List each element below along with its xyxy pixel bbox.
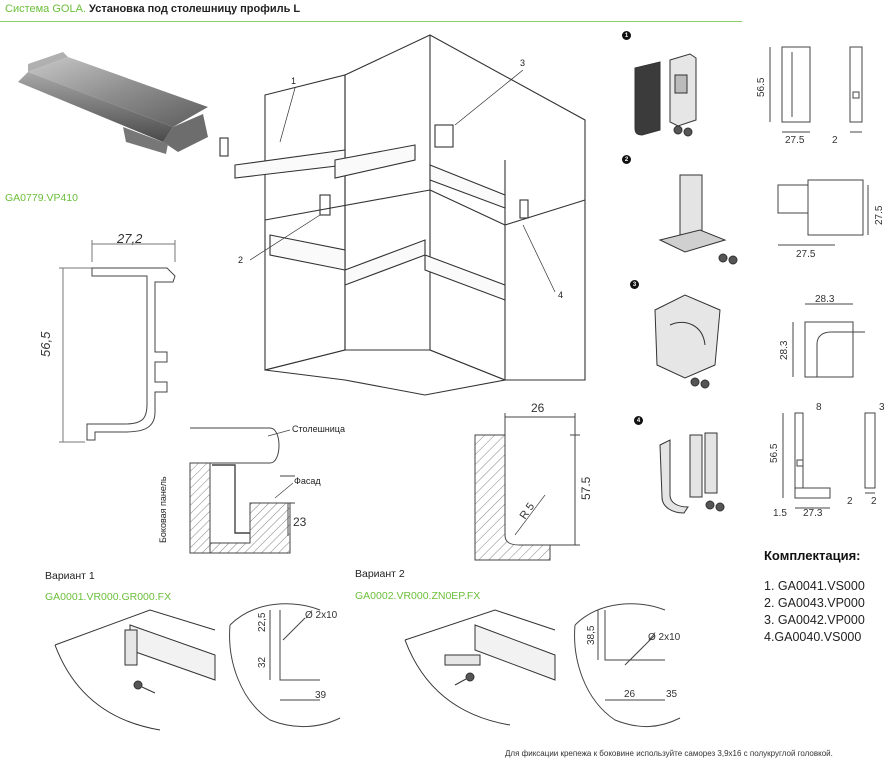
kit-title: Комплектация:	[764, 548, 861, 563]
part-3-drawing: 28.3 28.3	[779, 294, 865, 378]
part-4-dim-height: 56.5	[769, 443, 780, 463]
label-countertop: Столешница	[292, 424, 345, 434]
part-1-render	[634, 53, 697, 137]
part-4-drawing: 8 3 56.5 2 1.5 27.3 2	[769, 402, 885, 519]
callout-1: 1	[291, 76, 296, 86]
part-1-dim-height: 56.5	[756, 77, 767, 97]
installation-section: Столешница Фасад Боковая панель 23	[158, 424, 345, 554]
variant-1-dim-hole: Ø 2x10	[305, 610, 338, 621]
part-2-dim-height: 27.5	[874, 205, 885, 225]
callout-4: 4	[558, 290, 563, 300]
profile-photo	[18, 52, 208, 154]
callout-3: 3	[520, 58, 525, 68]
corner-detail-drawing: 26 57.5 R 5	[474, 401, 593, 561]
callout-2: 2	[238, 255, 243, 265]
part-2-dim-width: 27.5	[796, 249, 816, 260]
variant-2-dim-offset: 26	[624, 689, 636, 700]
title-rule	[0, 21, 742, 22]
kit-list: 1. GA0041.VS000 2. GA0043.VP000 3. GA004…	[764, 578, 865, 646]
kit-item: 3. GA0042.VP000	[764, 613, 865, 627]
profile-code: GA0779.VP410	[5, 192, 78, 204]
variant-2-drawing: 38,5 Ø 2x10 26 35	[574, 603, 681, 728]
profile-section-drawing: 27,2 56,5	[38, 231, 176, 443]
part-3-dim-height: 28.3	[779, 340, 790, 360]
part-4-badge: 4	[634, 416, 643, 425]
label-facade: Фасад	[294, 476, 321, 486]
variant-1-render	[54, 609, 216, 731]
dim-r5: R 5	[518, 501, 538, 522]
page-title: Система GOLA. Установка под столешницу п…	[5, 3, 300, 15]
footer-note: Для фиксации крепежа к боковине использу…	[505, 749, 833, 758]
variant-2-render	[404, 609, 556, 726]
part-2-drawing: 27.5 27.5	[777, 179, 885, 260]
part-4-dim-thick: 2	[847, 496, 853, 507]
part-4-dim-offset: 1.5	[773, 508, 787, 519]
dim-width: 27,2	[116, 231, 143, 246]
dim-26: 26	[531, 401, 545, 415]
dim-height: 56,5	[38, 331, 53, 357]
kit-item: 1. GA0041.VS000	[764, 579, 865, 593]
assembly-drawing: 1 3 2 4	[219, 34, 586, 396]
variant-1-drawing: 22,5 Ø 2x10 32 39	[229, 603, 341, 728]
part-1-dim-thick: 2	[832, 135, 838, 146]
variant-1-dim-top: 22,5	[257, 612, 268, 632]
title-text: Установка под столешницу профиль L	[89, 3, 301, 15]
variant-1-dim-width: 39	[315, 690, 327, 701]
part-3-badge: 3	[630, 280, 639, 289]
variant-1-dim-mid: 32	[257, 656, 268, 668]
variant-2-code: GA0002.VR000.ZN0EP.FX	[355, 590, 481, 602]
kit-item: 2. GA0043.VP000	[764, 596, 865, 610]
variant-2-label: Вариант 2	[355, 568, 405, 580]
part-4-dim-right: 3	[879, 402, 885, 413]
part-4-dim-base: 2	[871, 496, 877, 507]
part-2-badge: 2	[622, 155, 631, 164]
variant-2-dim-hole: Ø 2x10	[648, 632, 681, 643]
variant-2-dim-top: 38,5	[586, 625, 597, 645]
part-4-render	[659, 432, 725, 514]
dim-23: 23	[293, 515, 307, 529]
variant-2-dim-width: 35	[666, 689, 678, 700]
variant-1-code: GA0001.VR000.GR000.FX	[45, 591, 172, 603]
part-3-render	[654, 294, 721, 389]
part-4-dim-width: 27.3	[803, 508, 823, 519]
part-3-dim-width: 28.3	[815, 294, 835, 305]
part-1-dim-width: 27.5	[785, 135, 805, 146]
variant-1-label: Вариант 1	[45, 570, 95, 582]
brand-label: Система GOLA.	[5, 3, 86, 15]
part-1-badge: 1	[622, 31, 631, 40]
label-side-panel: Боковая панель	[158, 476, 168, 543]
part-4-dim-top: 8	[816, 402, 822, 413]
part-2-render	[658, 174, 738, 265]
part-1-drawing: 56.5 27.5 2	[756, 46, 863, 146]
dim-57-5: 57.5	[579, 476, 593, 500]
kit-item: 4.GA0040.VS000	[764, 630, 862, 644]
